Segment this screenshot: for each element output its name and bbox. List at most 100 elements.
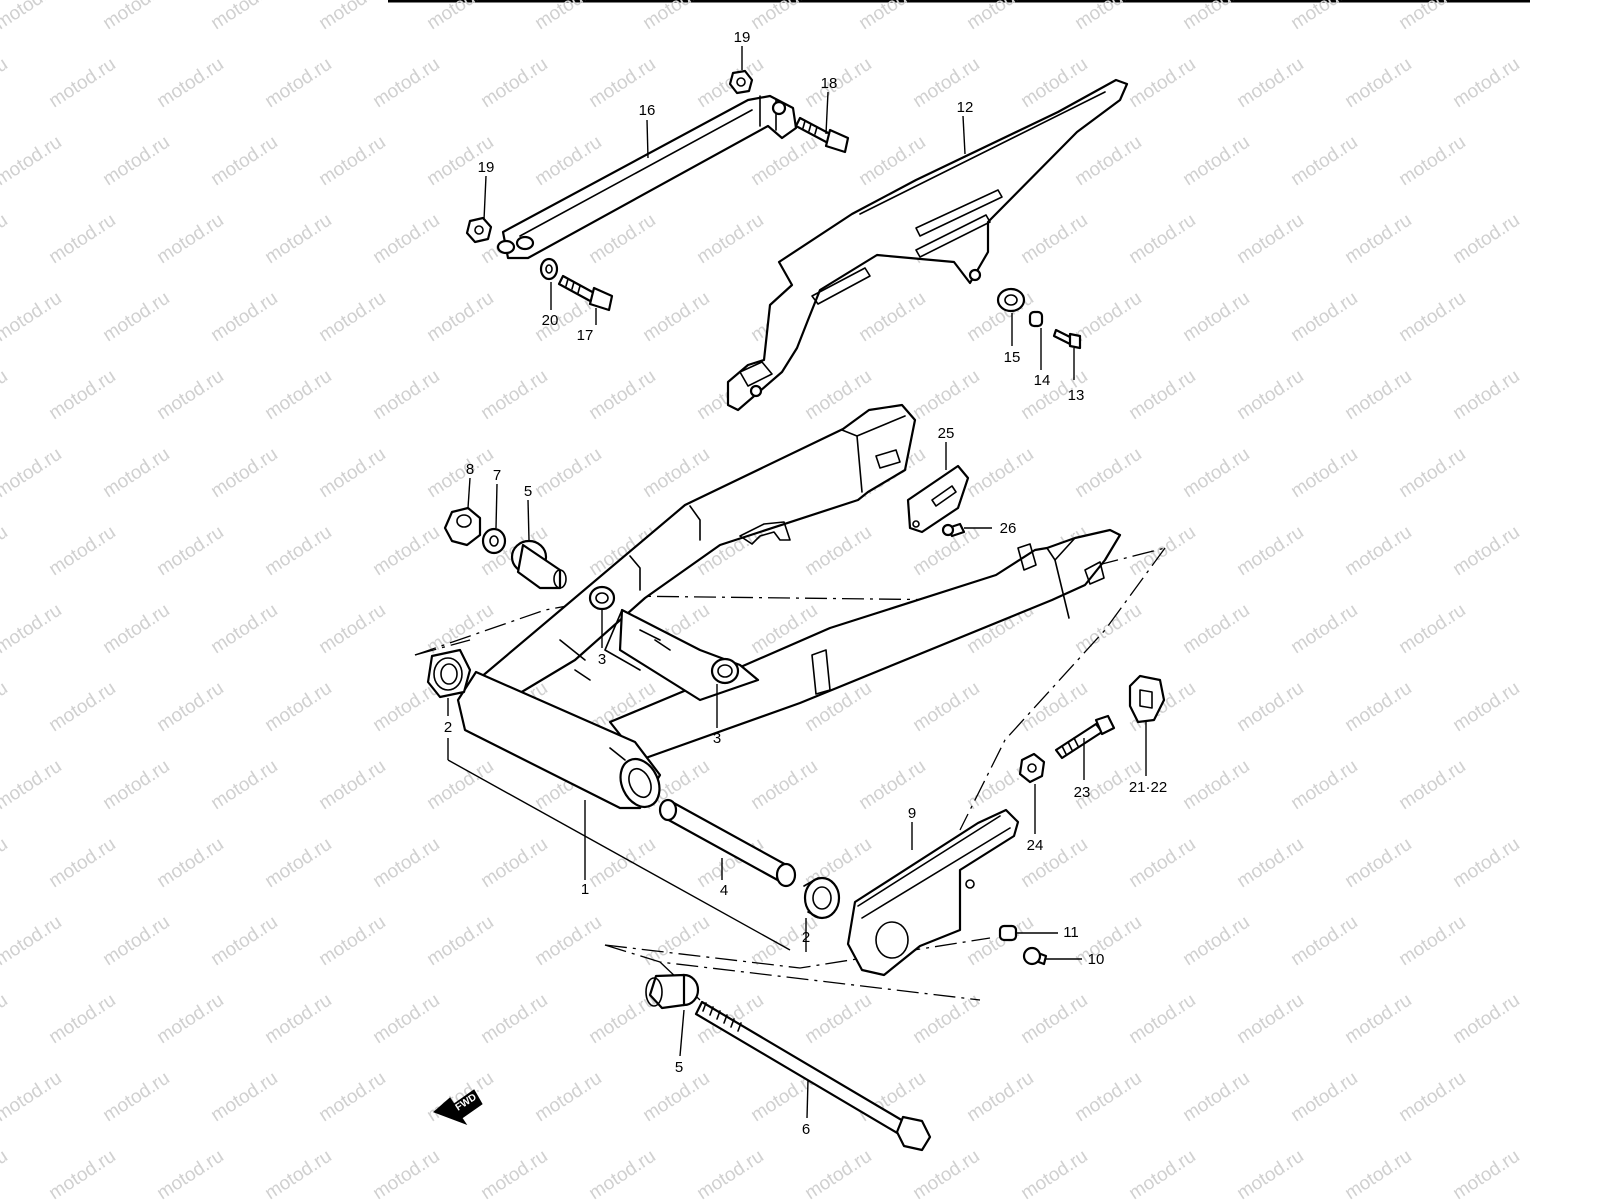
callout-17: 17: [577, 327, 594, 344]
part-26-screw: [941, 522, 966, 538]
callout-5-upper: 5: [524, 483, 532, 500]
watermark-text: motod.ru: [801, 1146, 875, 1200]
watermark-text: motod.ru: [1395, 912, 1469, 970]
callout-18: 18: [821, 75, 838, 92]
watermark-text: motod.ru: [531, 1068, 605, 1126]
watermark-text: motod.ru: [99, 444, 173, 502]
watermark-text: motod.ru: [261, 54, 335, 112]
watermark-text: motod.ru: [1071, 1068, 1145, 1126]
watermark-text: motod.ru: [963, 444, 1037, 502]
callout-3-lower: 3: [713, 730, 721, 747]
watermark-text: motod.ru: [0, 210, 12, 268]
watermark-text: motod.ru: [153, 990, 227, 1048]
watermark-text: motod.ru: [1233, 678, 1307, 736]
watermark-text: motod.ru: [1125, 1146, 1199, 1200]
watermark-text: motod.ru: [261, 834, 335, 892]
watermark-text: motod.ru: [261, 366, 335, 424]
watermark-text: motod.ru: [1179, 600, 1253, 658]
part-5-bushing-upper: [510, 539, 567, 590]
watermark-text: motod.ru: [261, 678, 335, 736]
part-14-collar: [1028, 310, 1044, 328]
watermark-text: motod.ru: [1071, 600, 1145, 658]
callout-2-right: 2: [802, 929, 810, 946]
watermark-text: motod.ru: [1395, 444, 1469, 502]
watermark-text: motod.ru: [45, 54, 119, 112]
watermark-text: motod.ru: [0, 1146, 12, 1200]
watermark-text: motod.ru: [1449, 210, 1523, 268]
watermark-text: motod.ru: [1395, 600, 1469, 658]
watermark-text: motod.ru: [0, 834, 12, 892]
watermark-text: motod.ru: [423, 0, 497, 34]
watermark-text: motod.ru: [0, 366, 12, 424]
watermark-text: motod.ru: [855, 756, 929, 814]
part-18-bolt: [794, 116, 850, 154]
watermark-text: motod.ru: [585, 1146, 659, 1200]
part-2-bearing-right: [803, 876, 841, 920]
watermark-text: motod.ru: [153, 366, 227, 424]
watermark-text: motod.ru: [315, 0, 389, 34]
watermark-text: motod.ru: [45, 1146, 119, 1200]
watermark-text: motod.ru: [0, 756, 66, 814]
part-15-grommet: [996, 287, 1026, 313]
part-20-washer: [539, 257, 559, 281]
watermark-text: motod.ru: [45, 678, 119, 736]
part-23-bolt: [1054, 714, 1116, 760]
callout-1: 1: [581, 881, 589, 898]
watermark-text: motod.ru: [1017, 210, 1091, 268]
watermark-text: motod.ru: [369, 54, 443, 112]
watermark-text: motod.ru: [153, 678, 227, 736]
watermark-text: motod.ru: [0, 600, 66, 658]
watermark-text: motod.ru: [207, 600, 281, 658]
watermark-text: motod.ru: [747, 0, 821, 34]
watermark-text: motod.ru: [423, 444, 497, 502]
watermark-text: motod.ru: [1179, 756, 1253, 814]
watermark-text: motod.ru: [963, 0, 1037, 34]
watermark-text: motod.ru: [909, 678, 983, 736]
watermark-text: motod.ru: [1287, 0, 1361, 34]
watermark-text: motod.ru: [0, 444, 66, 502]
watermark-text: motod.ru: [207, 288, 281, 346]
watermark-text: motod.ru: [0, 54, 12, 112]
watermark-text: motod.ru: [0, 288, 66, 346]
watermark-text: motod.ru: [477, 366, 551, 424]
watermark-text: motod.ru: [477, 834, 551, 892]
watermark-text: motod.ru: [261, 990, 335, 1048]
watermark-text: motod.ru: [1287, 912, 1361, 970]
watermark-text: motod.ru: [1179, 288, 1253, 346]
watermark-text: motod.ru: [0, 522, 12, 580]
watermark-text: motod.ru: [261, 522, 335, 580]
watermark-text: motod.ru: [801, 54, 875, 112]
watermark-text: motod.ru: [0, 132, 66, 190]
watermark-text: motod.ru: [855, 0, 929, 34]
watermark-text: motod.ru: [153, 834, 227, 892]
watermark-text: motod.ru: [45, 366, 119, 424]
part-1-swingarm: [456, 403, 1122, 810]
watermark-text: motod.ru: [1287, 756, 1361, 814]
watermark-text: motod.ru: [531, 0, 605, 34]
watermark-text: motod.ru: [153, 210, 227, 268]
callout-14: 14: [1034, 372, 1051, 389]
watermark-text: motod.ru: [369, 210, 443, 268]
watermark-text: motod.ru: [1179, 1068, 1253, 1126]
part-21-22-chain-adjuster: [1128, 674, 1166, 724]
watermark-text: motod.ru: [369, 522, 443, 580]
watermark-text: motod.ru: [639, 912, 713, 970]
watermark-text: motod.ru: [1341, 366, 1415, 424]
watermark-text: motod.ru: [153, 522, 227, 580]
callout-4: 4: [720, 882, 728, 899]
watermark-text: motod.ru: [1233, 54, 1307, 112]
watermark-text: motod.ru: [0, 990, 12, 1048]
watermark-text: motod.ru: [1179, 912, 1253, 970]
watermark-text: motod.ru: [207, 1068, 281, 1126]
watermark-text: motod.ru: [1287, 600, 1361, 658]
watermark-text: motod.ru: [1179, 132, 1253, 190]
watermark-text: motod.ru: [153, 54, 227, 112]
callout-12: 12: [957, 99, 974, 116]
part-2-bearing-left: [426, 648, 472, 699]
part-19-nut-lower: [465, 216, 493, 244]
watermark-text: motod.ru: [99, 600, 173, 658]
watermark-text: motod.ru: [1341, 834, 1415, 892]
watermark-text: motod.ru: [747, 132, 821, 190]
watermark-text: motod.ru: [1071, 0, 1145, 34]
watermark-text: motod.ru: [45, 522, 119, 580]
